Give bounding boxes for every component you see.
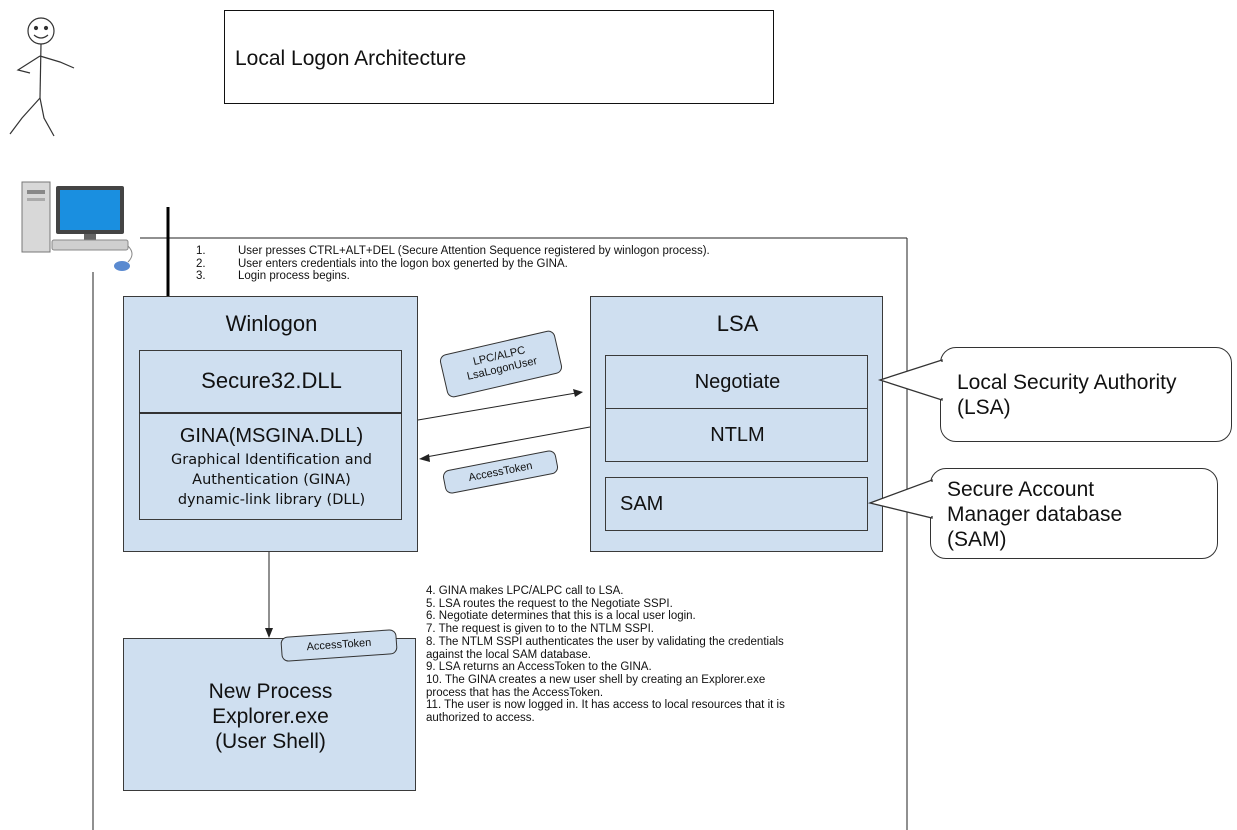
lsa-box: LSA Negotiate NTLM SAM [590,296,883,552]
step-item: process that has the AccessToken. [426,686,604,699]
sam-label: SAM [620,493,664,515]
computer-icon [21,181,133,271]
sam-callout: Secure Account Manager database (SAM) [930,468,1218,559]
step-item: 6. Negotiate determines that this is a l… [426,610,696,623]
new-process-label: New Process Explorer.exe (User Shell) [208,680,333,753]
step-item: 1. User presses CTRL+ALT+DEL (Secure Att… [196,245,710,257]
create-process-arrowhead [265,628,273,638]
winlogon-box: Winlogon Secure32.DLL GINA(MSGINA.DLL) G… [123,296,418,552]
winlogon-title: Winlogon [225,311,318,336]
gina-description: Graphical Identification and Authenticat… [171,452,372,508]
ntlm-label: NTLM [710,424,765,446]
secure32-label: Secure32.DLL [201,368,342,393]
user-stick-figure-icon [9,17,75,137]
sam-callout-pointer [867,479,933,519]
step-item: 4. GINA makes LPC/ALPC call to LSA. [426,585,624,597]
new-process-box: New Process Explorer.exe (User Shell) [123,638,416,791]
step-item: 9. LSA returns an AccessToken to the GIN… [426,661,652,674]
step-item: 2. User enters credentials into the logo… [196,257,568,270]
lsa-callout-pointer [877,359,943,401]
top-steps-list: 1. User presses CTRL+ALT+DEL (Secure Att… [196,245,710,283]
step-item: 11. The user is now logged in. It has ac… [426,699,785,712]
gina-box: GINA(MSGINA.DLL) Graphical Identificatio… [139,412,402,520]
step-item: 10. The GINA creates a new user shell by… [426,673,766,686]
lpc-arrowhead [573,389,583,397]
step-item: against the local SAM database. [426,648,591,661]
title-box: Local Logon Architecture [224,10,774,104]
step-item: 3. Login process begins. [196,270,350,282]
token-arrowhead [419,454,430,462]
negotiate-label: Negotiate [694,371,781,393]
sam-box: SAM [605,477,868,531]
step-item: 7. The request is given to to the NTLM S… [426,623,654,636]
lsa-title: LSA [716,311,759,336]
step-item: 5. LSA routes the request to the Negotia… [426,597,673,610]
bottom-steps-list: 4. GINA makes LPC/ALPC call to LSA. 5. L… [426,585,785,725]
lpc-arrow [417,392,577,421]
step-item: 8. The NTLM SSPI authenticates the user … [426,635,784,648]
diagram-title: Local Logon Architecture [235,47,467,70]
step-item: authorized to access. [426,712,535,725]
secure32-box: Secure32.DLL [139,350,402,413]
lsa-callout: Local Security Authority (LSA) [940,347,1232,442]
token-arrow [425,426,591,458]
gina-title: GINA(MSGINA.DLL) [179,425,364,447]
ntlm-box: NTLM [605,408,868,462]
